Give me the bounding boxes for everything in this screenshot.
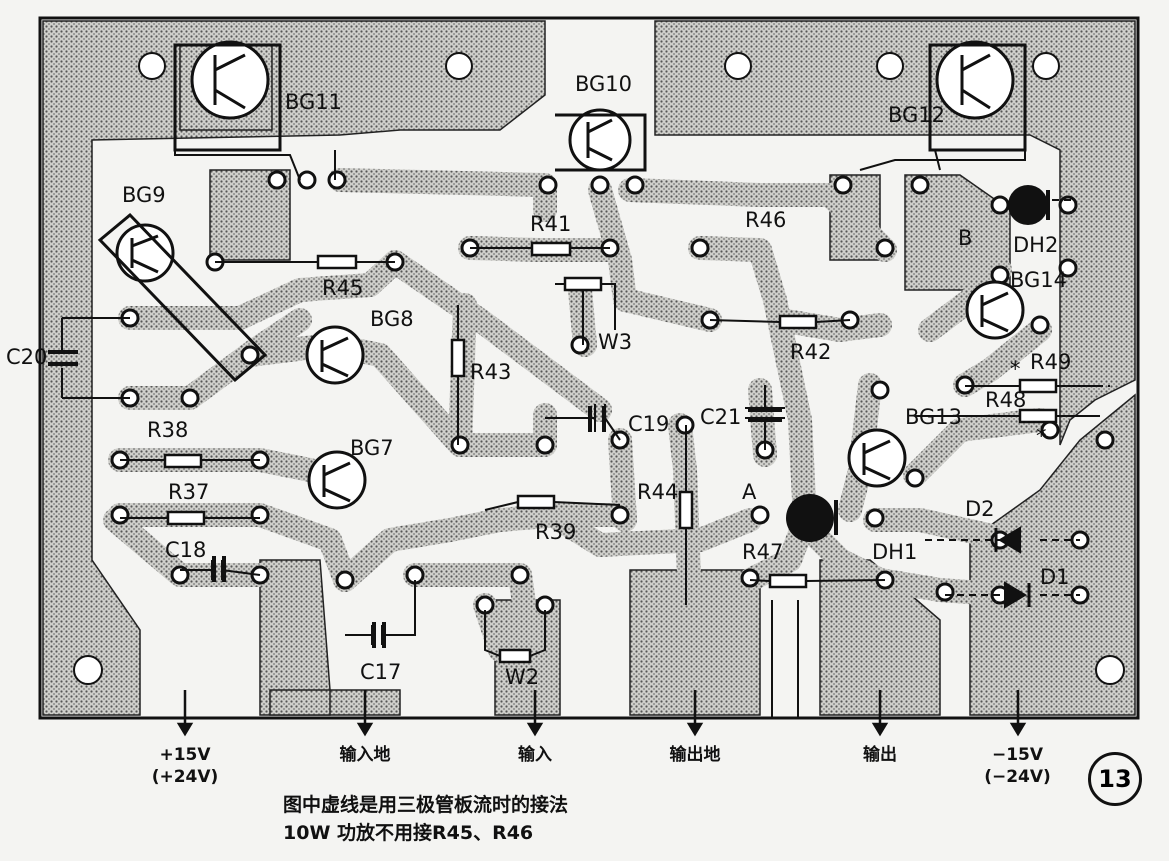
note-dashed-lines: 图中虚线是用三极管板流时的接法 [283, 794, 569, 816]
terminal-minus-24v-value: (−24V) [984, 767, 1051, 787]
solder-pads [110, 170, 1115, 615]
label-r39: R39 [535, 520, 577, 544]
label-bg10: BG10 [575, 72, 633, 96]
label-point-b: B [958, 226, 973, 250]
label-r41: R41 [530, 212, 572, 236]
note-10w-amp: 10W 功放不用接R45、R46 [283, 822, 534, 844]
label-r49: R49 [1030, 350, 1072, 374]
label-c19: C19 [628, 412, 670, 436]
resistors [163, 241, 1058, 664]
label-star-2: * [1036, 424, 1047, 448]
label-bg9: BG9 [122, 183, 166, 207]
diodes [994, 526, 1031, 609]
label-r38: R38 [147, 418, 189, 442]
label-bg8: BG8 [370, 307, 414, 331]
transistors [115, 40, 1025, 510]
label-r45: R45 [322, 276, 364, 300]
label-r44: R44 [637, 480, 679, 504]
terminal-plus-15v: +15V (+24V) [145, 744, 225, 788]
label-c17: C17 [360, 660, 402, 684]
label-d2: D2 [965, 497, 995, 521]
label-r37: R37 [168, 480, 210, 504]
label-dh2: DH2 [1013, 233, 1059, 257]
label-c21: C21 [700, 405, 742, 429]
transistor-symbols [97, 43, 1027, 503]
label-r48: R48 [985, 388, 1027, 412]
terminal-arrows [176, 690, 1027, 737]
terminal-minus-15v: −15V (−24V) [970, 744, 1065, 788]
label-d1: D1 [1040, 565, 1070, 589]
label-w3: W3 [598, 330, 633, 354]
label-star-1: * [1010, 357, 1021, 381]
label-bg12: BG12 [888, 103, 946, 127]
terminal-output: 输出 [863, 745, 897, 765]
label-bg13: BG13 [905, 405, 963, 429]
label-bg14: BG14 [1010, 268, 1068, 292]
label-r43: R43 [470, 360, 512, 384]
terminal-plus-24v-value: (+24V) [151, 767, 219, 787]
terminal-plus-15v-value: +15V [159, 745, 211, 765]
capacitors [48, 350, 782, 648]
label-bg11: BG11 [285, 90, 343, 114]
figure-number: 13 [1088, 752, 1142, 806]
label-bg7: BG7 [350, 436, 394, 460]
label-dh1: DH1 [872, 540, 918, 564]
label-w2: W2 [505, 665, 540, 689]
label-c18: C18 [165, 538, 207, 562]
thermal-diodes [786, 185, 1050, 542]
label-r46: R46 [745, 208, 787, 232]
label-r47: R47 [742, 540, 784, 564]
terminal-input: 输入 [518, 745, 552, 765]
terminal-input-ground: 输入地 [339, 745, 391, 765]
dashed-alternate-wiring [925, 199, 1110, 596]
mounting-holes [73, 52, 1125, 685]
terminal-output-ground: 输出地 [669, 745, 721, 765]
label-c20: C20 [6, 345, 48, 369]
label-point-a: A [742, 480, 757, 504]
copper-pours [42, 20, 1136, 716]
terminal-minus-15v-value: −15V [991, 745, 1044, 765]
label-r42: R42 [790, 340, 832, 364]
